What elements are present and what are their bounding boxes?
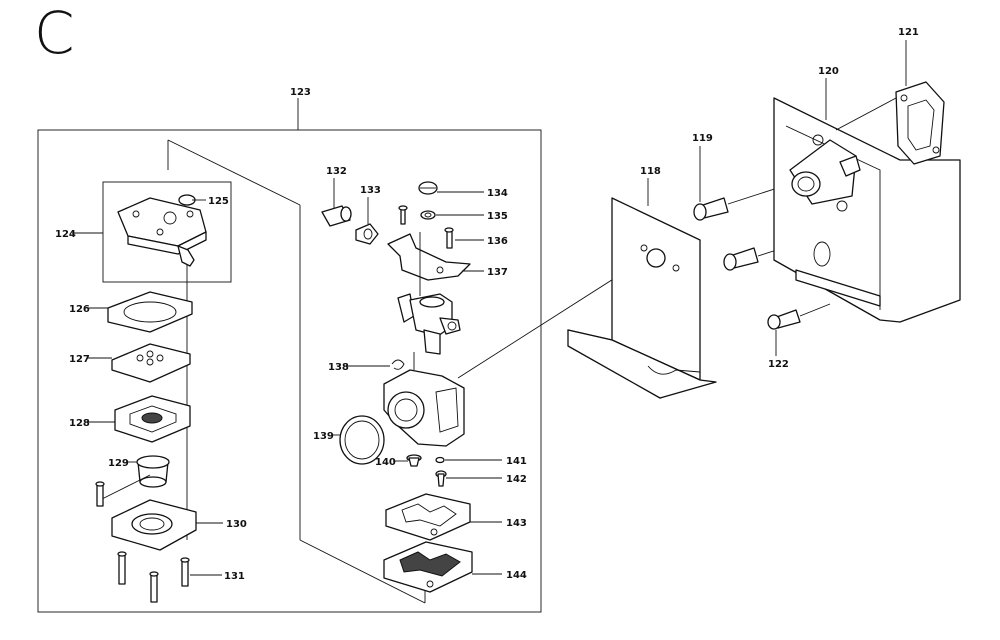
callout-131: 131 [224,571,245,582]
pump-cover-124 [72,181,232,283]
screws-131 [95,481,222,603]
screw-small [398,205,408,225]
intake-plate-120 [773,78,961,323]
pump-cover-plate-130 [99,474,223,551]
inlet-needle-129 [126,455,170,488]
clip-138 [346,359,405,370]
callout-141: 141 [506,456,527,467]
callout-120: 120 [818,66,839,77]
callout-128: 128 [69,418,90,429]
callout-142: 142 [506,474,527,485]
section-letter: C [34,0,75,67]
callout-144: 144 [506,570,527,581]
carburetor-kit-group [37,98,542,613]
screw-136 [444,227,484,249]
callout-127: 127 [69,354,90,365]
screw-142 [435,470,502,487]
callout-124: 124 [55,229,76,240]
callout-125: 125 [208,196,229,207]
heat-shield-118 [567,178,717,399]
pump-cover-frame [102,181,232,283]
bolt-122 [767,303,831,356]
callout-134: 134 [487,188,508,199]
callout-118: 118 [640,166,661,177]
connection-line [457,261,641,379]
o-ring-141 [435,456,502,464]
diaphragm-144 [383,541,502,593]
callout-126: 126 [69,304,90,315]
callout-119: 119 [692,133,713,144]
callout-137: 137 [487,267,508,278]
kit-border [37,129,542,613]
fitting-132 [321,178,352,227]
callout-130: 130 [226,519,247,530]
plug-140 [393,454,422,467]
diaphragm-cover-128 [87,395,191,443]
diaphragm-127 [87,343,191,383]
throttle-shaft-assembly [397,293,461,355]
callout-122: 122 [768,359,789,370]
callout-136: 136 [487,236,508,247]
o-ring-139 [333,415,385,465]
gasket-121 [835,40,945,165]
throttle-stop-134 [418,181,484,195]
callout-138: 138 [328,362,349,373]
callout-121: 121 [898,27,919,38]
gasket-126 [87,291,193,333]
callout-132: 132 [326,166,347,177]
callout-135: 135 [487,211,508,222]
throttle-lever-137 [387,232,484,296]
bolt-119 [693,146,791,221]
gasket-143 [385,493,502,541]
callout-123: 123 [290,87,311,98]
nut-133 [355,197,379,245]
callout-143: 143 [506,518,527,529]
carburetor-body [383,352,465,447]
washer-135 [420,210,484,220]
callout-labels: 123 124 125 126 127 128 129 130 131 132 … [55,27,919,582]
callout-140: 140 [375,457,396,468]
callout-133: 133 [360,185,381,196]
callout-129: 129 [108,458,129,469]
callout-139: 139 [313,431,334,442]
